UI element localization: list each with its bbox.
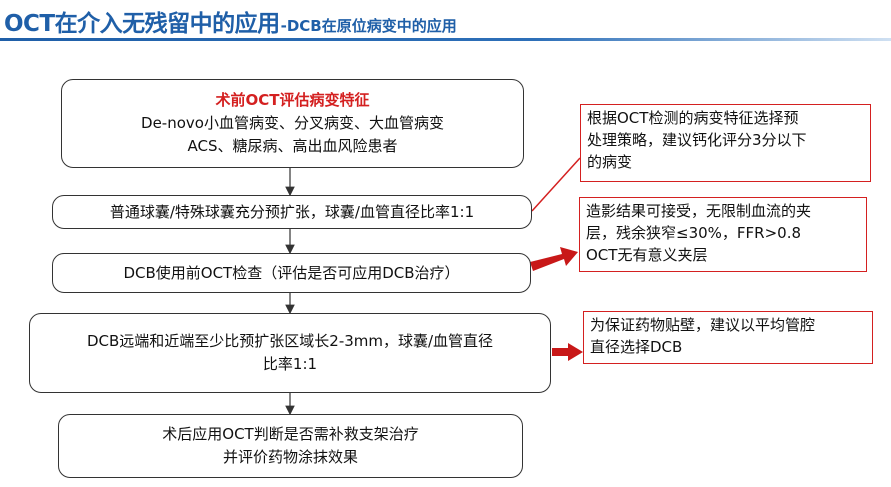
note2-arrow: [530, 247, 578, 271]
note-pretreatment-line2: 处理策略，建议钙化评分3分以下: [587, 131, 807, 149]
step-preop-oct-line1: De-novo小血管病变、分叉病变、大血管病变: [141, 114, 444, 132]
page-title-main: OCT在介入无残留中的应用: [4, 11, 280, 37]
note-dcb-sizing: 为保证药物贴壁，建议以平均管腔 直径选择DCB: [583, 311, 873, 364]
step-predilation-text: 普通球囊/特殊球囊充分预扩张，球囊/血管直径比率1:1: [109, 202, 475, 221]
step-dcb-length: DCB远端和近端至少比预扩张区域长2-3mm，球囊/血管直径 比率1:1: [29, 313, 551, 393]
note-pretreatment-line1: 根据OCT检测的病变特征选择预: [587, 109, 799, 127]
page-title: OCT在介入无残留中的应用 -DCB在原位病变中的应用: [4, 4, 457, 38]
note-acceptance-line3: OCT无有意义夹层: [586, 246, 708, 264]
step-postop-oct-line1: 术后应用OCT判断是否需补救支架治疗: [162, 425, 419, 443]
step-preop-oct: 术前OCT评估病变特征 De-novo小血管病变、分叉病变、大血管病变 ACS、…: [61, 79, 524, 168]
step-pre-dcb-oct-text: DCB使用前OCT检查（评估是否可应用DCB治疗）: [123, 263, 460, 282]
step-preop-oct-heading: 术前OCT评估病变特征: [215, 91, 370, 109]
step-dcb-length-line2: 比率1:1: [262, 355, 318, 373]
note-dcb-sizing-line2: 直径选择DCB: [590, 338, 683, 356]
note1-link: [531, 157, 581, 212]
note3-arrow: [552, 343, 583, 361]
title-underline: [0, 38, 891, 41]
step-predilation: 普通球囊/特殊球囊充分预扩张，球囊/血管直径比率1:1: [52, 195, 532, 229]
step-postop-oct: 术后应用OCT判断是否需补救支架治疗 并评价药物涂抹效果: [58, 414, 523, 478]
note-dcb-sizing-line1: 为保证药物贴壁，建议以平均管腔: [590, 316, 816, 334]
step-dcb-length-line1: DCB远端和近端至少比预扩张区域长2-3mm，球囊/血管直径: [86, 332, 494, 350]
note-acceptance-line1: 造影结果可接受，无限制血流的夹: [586, 202, 812, 220]
page-title-sub: -DCB在原位病变中的应用: [280, 17, 457, 35]
step-preop-oct-line2: ACS、糖尿病、高出血风险患者: [187, 137, 398, 155]
note-pretreatment-line3: 的病变: [587, 153, 633, 171]
note-acceptance-line2: 层，残余狭窄≤30%，FFR>0.8: [586, 224, 802, 242]
note-acceptance-criteria: 造影结果可接受，无限制血流的夹 层，残余狭窄≤30%，FFR>0.8 OCT无有…: [579, 197, 867, 272]
step-postop-oct-line2: 并评价药物涂抹效果: [222, 448, 358, 466]
note-pretreatment-strategy: 根据OCT检测的病变特征选择预 处理策略，建议钙化评分3分以下 的病变: [580, 104, 871, 182]
step-pre-dcb-oct: DCB使用前OCT检查（评估是否可应用DCB治疗）: [52, 253, 531, 293]
